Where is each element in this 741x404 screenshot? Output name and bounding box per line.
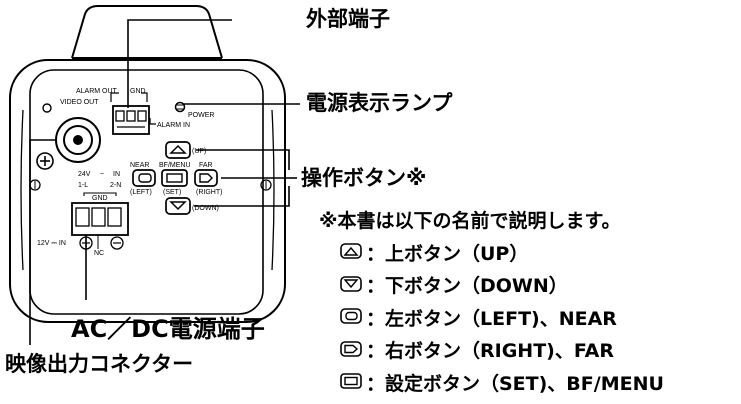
legend-text: ：設定ボタン（SET)、BF/MENU — [366, 372, 664, 395]
up-button[interactable] — [165, 141, 191, 159]
right-button-icon — [340, 340, 366, 360]
video-out-label: VIDEO OUT — [60, 99, 99, 106]
power-lamp — [174, 101, 186, 113]
right-label: (RIGHT) — [196, 189, 222, 196]
video-out-connector — [55, 117, 101, 163]
video-output-callout: 映像出力コネクター — [5, 352, 194, 376]
set-button-icon — [340, 372, 366, 392]
legend-item-left: ：左ボタン（LEFT)、NEAR — [340, 301, 664, 334]
up-label: (UP) — [192, 148, 206, 155]
alarm-out-label: ALARM OUT — [76, 88, 118, 95]
set-label: (SET) — [163, 189, 181, 196]
tilde-label: ~ — [100, 171, 104, 178]
left-button[interactable] — [132, 169, 156, 187]
cross-screw-icon — [36, 152, 54, 170]
down-button[interactable] — [165, 197, 191, 215]
button-legend: ※本書は以下の名前で説明します。 ：上ボタン（UP） ：下ボタン（DOWN） ：… — [319, 202, 664, 399]
power-lamp-callout: 電源表示ランプ — [306, 91, 453, 115]
down-button-icon — [340, 275, 366, 295]
dc12-label: 12V ⎓ IN — [37, 240, 66, 247]
set-button[interactable] — [161, 169, 188, 187]
in-label: IN — [113, 171, 120, 178]
bf-menu-label: BF/MENU — [159, 162, 191, 169]
near-label: NEAR — [130, 162, 149, 169]
power-label: POWER — [188, 112, 214, 119]
legend-text: ：左ボタン（LEFT)、NEAR — [366, 307, 617, 330]
alarm-in-label: ALARM IN — [157, 122, 190, 129]
v24-label: 24V — [78, 171, 91, 178]
legend-item-right: ：右ボタン（RIGHT)、FAR — [340, 334, 664, 367]
far-label: FAR — [199, 162, 213, 169]
legend-item-down: ：下ボタン（DOWN） — [340, 269, 664, 302]
up-button-icon — [340, 242, 366, 262]
one-l-label: 1-L — [78, 182, 88, 189]
legend-note: ※本書は以下の名前で説明します。 — [319, 209, 621, 232]
ac-dc-terminal-callout: AC／DC電源端子 — [71, 315, 265, 343]
legend-text: ：下ボタン（DOWN） — [366, 275, 568, 298]
down-label: (DOWN) — [192, 205, 219, 212]
legend-text: ：右ボタン（RIGHT)、FAR — [366, 340, 614, 363]
right-button[interactable] — [194, 169, 218, 187]
gnd-top-label: GND — [130, 88, 146, 95]
legend-item-up: ：上ボタン（UP） — [340, 236, 664, 269]
operation-buttons-callout: 操作ボタン※ — [301, 166, 427, 190]
left-button-icon — [340, 307, 366, 327]
minus-terminal-mark — [110, 236, 124, 250]
nc-label: NC — [94, 250, 104, 257]
legend-item-set: ：設定ボタン（SET)、BF/MENU — [340, 366, 664, 399]
legend-text: ：上ボタン（UP） — [366, 242, 529, 265]
left-label: (LEFT) — [130, 189, 152, 196]
two-n-label: 2-N — [110, 182, 121, 189]
external-terminal-callout: 外部端子 — [306, 7, 390, 31]
camera-top-mount — [71, 5, 223, 59]
gnd-bottom-label: GND — [92, 195, 108, 202]
alarm-terminal-block — [112, 105, 150, 135]
side-screw-icon — [260, 179, 272, 191]
